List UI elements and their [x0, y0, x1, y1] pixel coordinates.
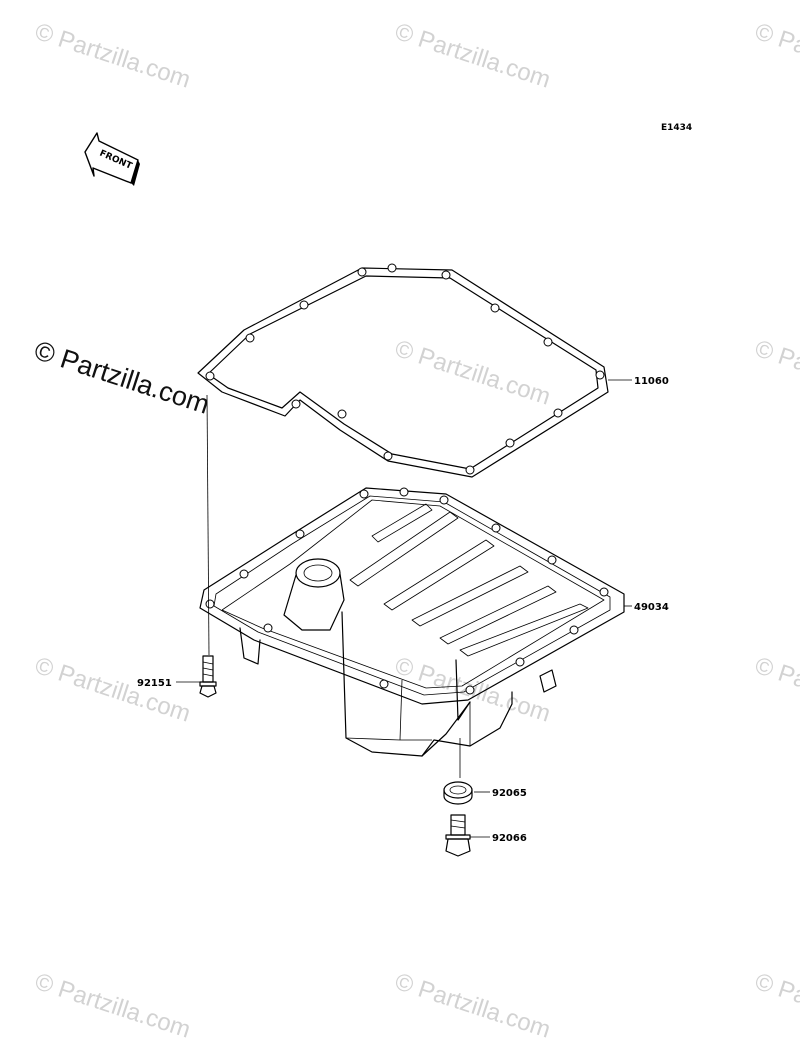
front-arrow-icon: FRONT — [84, 132, 140, 186]
bolt-guide-line — [206, 394, 210, 656]
oil-pan-bolt-holes — [205, 487, 609, 695]
washer-part[interactable] — [443, 738, 473, 805]
part-number-oil-pan: 49034 — [634, 602, 669, 613]
part-number-washer: 92065 — [492, 788, 527, 799]
bolt-part[interactable] — [199, 394, 217, 698]
leader-lines — [176, 379, 632, 838]
gasket-bolt-holes — [205, 263, 605, 475]
part-number-drain-plug: 92066 — [492, 833, 527, 844]
drain-plug-part[interactable] — [445, 814, 471, 857]
gasket-part[interactable] — [197, 263, 609, 478]
part-number-bolt: 92151 — [137, 678, 172, 689]
diagram-code: E1434 — [661, 123, 692, 133]
oil-pan-part[interactable] — [199, 487, 625, 757]
part-number-gasket: 11060 — [634, 376, 669, 387]
